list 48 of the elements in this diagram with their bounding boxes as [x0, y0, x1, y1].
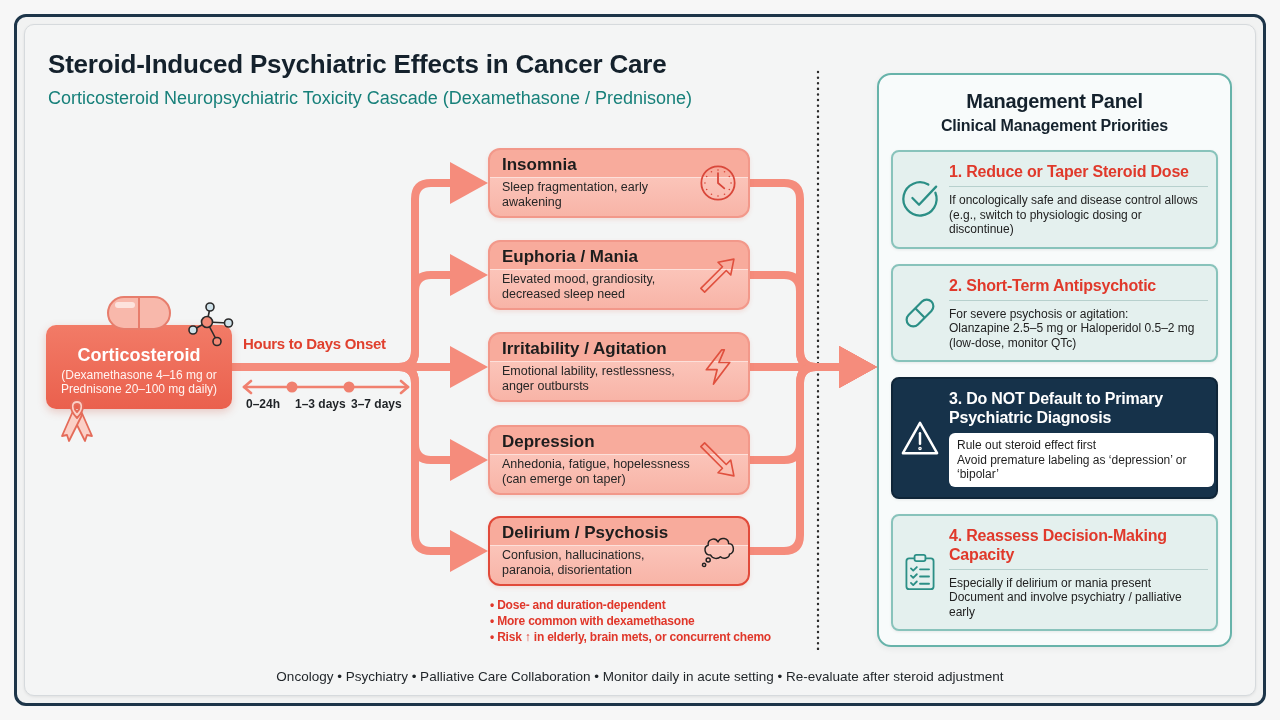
subtitle: Corticosteroid Neuropsychiatric Toxicity Cascade (Dexamethasone / Prednisone): [48, 87, 692, 109]
effect-description: Elevated mood, grandiosity, decreased sleep need: [502, 272, 657, 302]
effect-title: Insomnia: [501, 154, 578, 175]
panel-title: Management Panel: [966, 89, 1143, 113]
priority-card: [891, 513, 1218, 631]
card-text: Rule out steroid effect first: [957, 438, 1098, 453]
card-text: Olanzapine 2.5–5 mg or Haloperidol 0.5–2 mg (low-dose, monitor QTc): [949, 321, 1196, 350]
effect-description: Confusion, hallucinations, paranoia, disorientation: [502, 548, 646, 578]
note-text: • Dose- and duration-dependent: [490, 598, 666, 613]
effect-title: Delirium / Psychosis: [501, 522, 670, 543]
effect-box: [488, 240, 750, 310]
card-title: 4. Reassess Decision-Making Capacity: [949, 525, 1208, 570]
priority-card: [891, 263, 1218, 362]
drug-name: Corticosteroid: [77, 344, 201, 366]
note-text: • More common with dexamethasone: [490, 614, 695, 629]
card-text: Especially if delirium or mania present: [949, 575, 1153, 590]
drug-box: [46, 325, 232, 409]
flow-arrow: [232, 363, 488, 572]
effect-title: Euphoria / Mania: [501, 246, 640, 267]
effect-box: [488, 516, 750, 586]
flow-arrow: [750, 346, 877, 555]
onset-label: Hours to Days Onset: [243, 334, 386, 353]
effect-title: Irritability / Agitation: [501, 338, 668, 359]
effect-description: Sleep fragmentation, early awakening: [502, 180, 649, 210]
card-title: 2. Short-Term Antipsychotic: [949, 275, 1208, 301]
timeline-label: 3–7 days: [351, 397, 402, 412]
card-title: 1. Reduce or Taper Steroid Dose: [949, 162, 1208, 187]
effect-box: [488, 148, 750, 218]
dose-text: (Dexamethasone 4–16 mg or Prednisone 20–100 mg daily): [59, 368, 219, 396]
timeline-label: 1–3 days: [295, 397, 346, 412]
card-text: Avoid premature labeling as ‘depression’ or ‘bipolar’: [957, 452, 1188, 482]
card-text: Document and involve psychiatry / palliative early: [949, 590, 1183, 619]
effect-description: Anhedonia, fatigue, hopelessness (can emerge on taper): [502, 457, 691, 487]
diagram-title: Steroid-Induced Psychiatric Effects in Cancer Care: [48, 48, 667, 80]
alert-card: [891, 377, 1218, 499]
effect-title: Depression: [501, 431, 596, 452]
panel-subtitle: Clinical Management Priorities: [941, 116, 1168, 136]
priority-card: [891, 150, 1218, 249]
footer-text: Oncology • Psychiatry • Palliative Care Collaboration • Monitor daily in acute setting • Re-evaluate after steroid adjustment: [276, 668, 1004, 686]
card-text: For severe psychosis or agitation:: [949, 306, 1130, 321]
effect-box: [488, 425, 750, 495]
effect-box: [488, 332, 750, 402]
management-panel: [877, 73, 1232, 647]
card-text: If oncologically safe and disease control allows (e.g., switch to physiologic dosing or discontinue): [949, 193, 1199, 237]
effect-description: Emotional lability, restlessness, anger outbursts: [502, 364, 676, 394]
note-text: • Risk ↑ in elderly, brain mets, or concurrent chemo: [490, 630, 771, 645]
timeline-label: 0–24h: [246, 397, 281, 412]
card-title: 3. Do NOT Default to Primary Psychiatric Diagnosis: [949, 389, 1164, 427]
